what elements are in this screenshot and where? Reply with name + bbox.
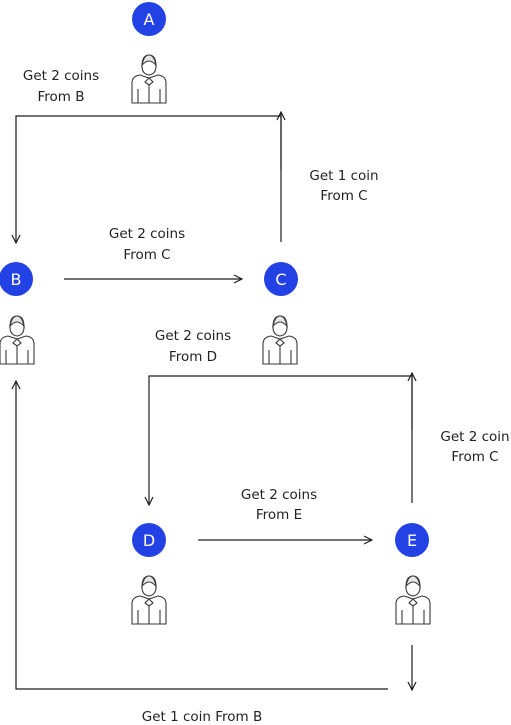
svg-text:From B: From B	[38, 89, 85, 105]
node-d: D	[131, 523, 167, 625]
node-e: E	[395, 523, 431, 625]
person-a-icon	[131, 54, 167, 104]
node-c-label: C	[275, 270, 286, 289]
svg-text:From C: From C	[320, 188, 367, 204]
edge-label-e-b: Get 1 coin From B	[142, 709, 263, 725]
person-b-icon	[0, 315, 35, 365]
svg-text:From D: From D	[169, 349, 217, 365]
node-e-circle	[395, 523, 429, 557]
edge-e-d	[149, 375, 413, 505]
svg-text:From E: From E	[256, 507, 302, 523]
node-d-circle	[132, 523, 166, 557]
edge-label-e-c: Get 2 coin From C	[440, 429, 509, 465]
svg-text:Get 1 coin From B: Get 1 coin From B	[142, 709, 263, 725]
edge-label-b-c: Get 2 coins From C	[109, 226, 185, 263]
svg-text:From C: From C	[451, 449, 498, 465]
node-a-label: A	[144, 10, 155, 29]
node-a: A	[131, 2, 167, 104]
edge-label-c-b: Get 2 coins From B	[23, 68, 99, 105]
person-e-icon	[395, 575, 431, 625]
edge-label-e-d: Get 2 coins From D	[155, 328, 231, 365]
edge-label-d-e: Get 2 coins From E	[241, 487, 317, 523]
svg-text:Get 2 coin: Get 2 coin	[440, 429, 509, 445]
node-a-circle	[132, 2, 166, 36]
svg-text:Get 2 coins: Get 2 coins	[23, 68, 99, 84]
svg-text:Get 2 coins: Get 2 coins	[241, 487, 317, 503]
node-c: C	[262, 262, 298, 365]
edge-label-c-a: Get 1 coin From C	[309, 168, 378, 204]
person-d-icon	[131, 575, 167, 625]
person-c-icon	[262, 315, 298, 365]
node-b-circle	[0, 262, 33, 296]
node-b-label: B	[11, 270, 22, 289]
svg-text:Get 2 coins: Get 2 coins	[155, 328, 231, 344]
edge-e-b	[16, 381, 388, 690]
node-e-label: E	[407, 531, 417, 550]
node-d-label: D	[143, 531, 155, 550]
node-b: B	[0, 262, 35, 365]
edge-c-b	[16, 115, 282, 243]
svg-text:Get 2 coins: Get 2 coins	[109, 226, 185, 242]
svg-text:From C: From C	[123, 247, 170, 263]
node-c-circle	[264, 262, 298, 296]
svg-text:Get 1 coin: Get 1 coin	[309, 168, 378, 184]
